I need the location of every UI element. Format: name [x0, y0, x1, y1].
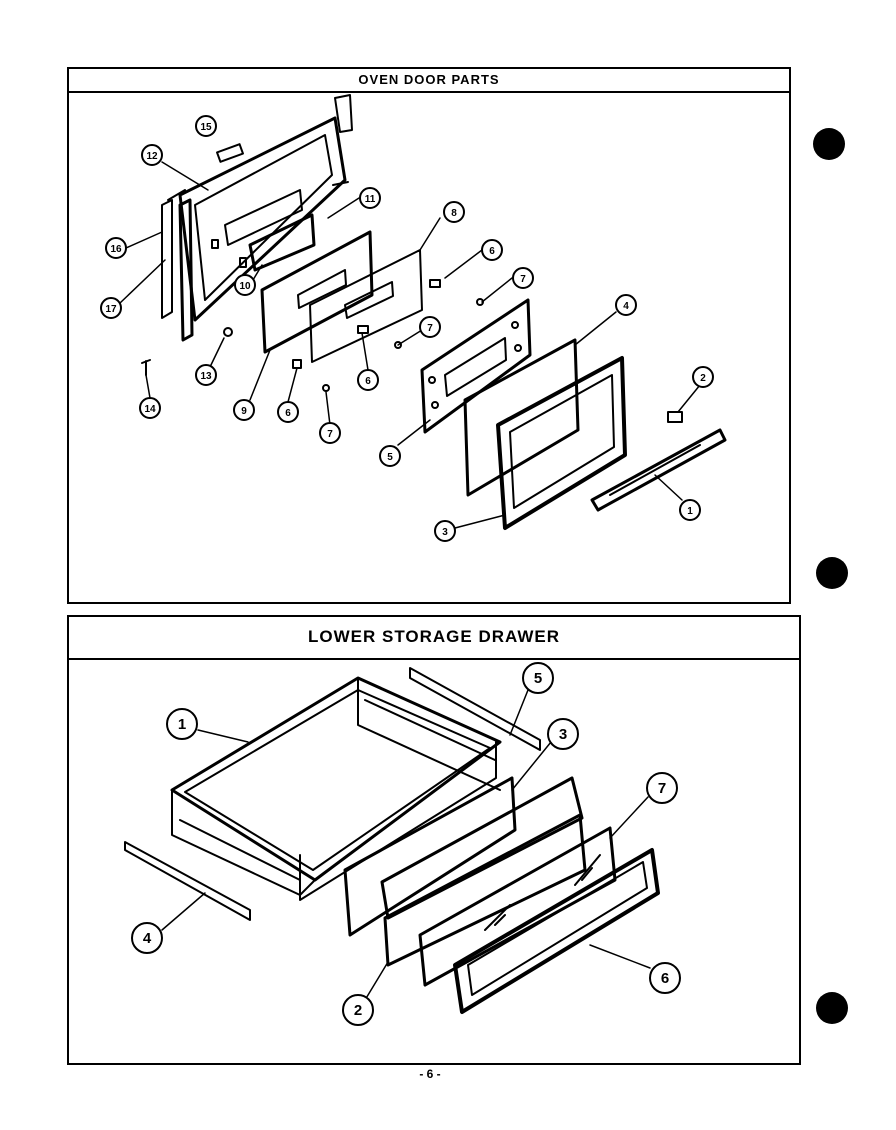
drawer-rail-part-5 [409, 667, 541, 751]
bracket-part-6b [357, 325, 369, 334]
svg-text:4: 4 [143, 930, 152, 947]
bracket-part-6c [292, 359, 302, 369]
drawer-glass-part-7 [418, 826, 617, 987]
callout-6: 6 [277, 401, 299, 423]
callout-7: 7 [646, 772, 678, 804]
drawer-inner-front-part-2 [380, 776, 587, 967]
binder-punch-hole [816, 557, 848, 589]
svg-text:12: 12 [146, 151, 158, 162]
svg-text:6: 6 [365, 376, 371, 387]
callout-9: 9 [233, 399, 255, 421]
callout-3: 3 [434, 520, 456, 542]
svg-text:14: 14 [144, 404, 156, 415]
screw-part-7b [394, 341, 402, 349]
hinge-part-13 [223, 327, 233, 337]
callout-8: 8 [443, 201, 465, 223]
callout-14: 14 [139, 397, 161, 419]
callout-17: 17 [100, 297, 122, 319]
svg-text:7: 7 [327, 429, 333, 440]
svg-text:11: 11 [365, 194, 376, 205]
oven-leader-lines [119, 161, 701, 529]
callout-12: 12 [141, 144, 163, 166]
svg-text:1: 1 [178, 716, 186, 733]
svg-text:2: 2 [700, 373, 706, 384]
screw-part-14 [141, 359, 151, 376]
oven-door-parts-panel: OVEN DOOR PARTS [67, 67, 791, 604]
svg-text:15: 15 [200, 122, 212, 133]
svg-text:17: 17 [105, 304, 117, 315]
svg-text:7: 7 [427, 323, 433, 334]
svg-text:3: 3 [442, 527, 448, 538]
drawer-rail-part-4 [124, 841, 251, 921]
drawer-body-part-1 [170, 676, 502, 901]
svg-text:1: 1 [687, 506, 693, 517]
callout-10: 10 [234, 274, 256, 296]
page-number: - 6 - [419, 1067, 441, 1081]
callout-4: 4 [131, 922, 163, 954]
svg-text:8: 8 [451, 208, 457, 219]
callout-6: 6 [649, 962, 681, 994]
binder-punch-hole [816, 992, 848, 1024]
clip-part-2 [667, 411, 683, 423]
callout-1: 1 [166, 708, 198, 740]
svg-text:5: 5 [387, 452, 393, 463]
oven-door-parts-title: OVEN DOOR PARTS [69, 69, 789, 93]
svg-text:10: 10 [239, 281, 251, 292]
door-panel-9 [260, 230, 374, 354]
callout-2: 2 [342, 994, 374, 1026]
callout-6: 6 [481, 239, 503, 261]
callout-11: 11 [359, 187, 381, 209]
callout-2: 2 [692, 366, 714, 388]
callout-5: 5 [379, 445, 401, 467]
drawer-callouts: 1 5 3 7 4 2 6 [131, 662, 681, 1026]
drawer-panel-part-3 [343, 776, 517, 937]
svg-text:6: 6 [661, 970, 669, 987]
drawer-leader-lines [161, 689, 651, 1001]
drawer-front-frame-part-6 [453, 848, 660, 1014]
lower-storage-drawer-panel: LOWER STORAGE DRAWER [67, 615, 801, 1065]
door-frame-part-5 [420, 298, 532, 434]
binder-punch-hole [813, 128, 845, 160]
callout-6: 6 [357, 369, 379, 391]
callout-15: 15 [195, 115, 217, 137]
callout-7: 7 [512, 267, 534, 289]
door-handle-part-1 [590, 428, 727, 512]
bracket-part-6a [429, 279, 441, 288]
lower-storage-drawer-title: LOWER STORAGE DRAWER [69, 617, 799, 660]
callout-13: 13 [195, 364, 217, 386]
screw-part-7c [322, 384, 330, 392]
svg-text:3: 3 [559, 726, 567, 743]
callout-16: 16 [105, 237, 127, 259]
svg-text:5: 5 [534, 670, 542, 687]
door-glass-part-4 [463, 338, 580, 497]
outer-door-part-3 [496, 356, 627, 530]
svg-text:9: 9 [241, 406, 247, 417]
callout-7: 7 [419, 316, 441, 338]
svg-text:13: 13 [200, 371, 212, 382]
svg-text:6: 6 [489, 246, 495, 257]
svg-text:6: 6 [285, 408, 291, 419]
callout-7: 7 [319, 422, 341, 444]
door-panel-8 [309, 249, 423, 363]
callout-3: 3 [547, 718, 579, 750]
strip-part-15 [216, 143, 244, 163]
svg-text:4: 4 [623, 301, 629, 312]
callout-1: 1 [679, 499, 701, 521]
callout-5: 5 [522, 662, 554, 694]
door-liner-part [178, 94, 353, 322]
svg-text:7: 7 [658, 780, 666, 797]
oven-callouts: 15 12 16 17 11 8 10 6 7 9 13 14 6 7 7 6 … [100, 115, 714, 542]
side-hinge-bracket-part [161, 189, 194, 342]
callout-4: 4 [615, 294, 637, 316]
svg-text:2: 2 [354, 1002, 362, 1019]
svg-text:7: 7 [520, 274, 526, 285]
svg-text:16: 16 [110, 244, 122, 255]
